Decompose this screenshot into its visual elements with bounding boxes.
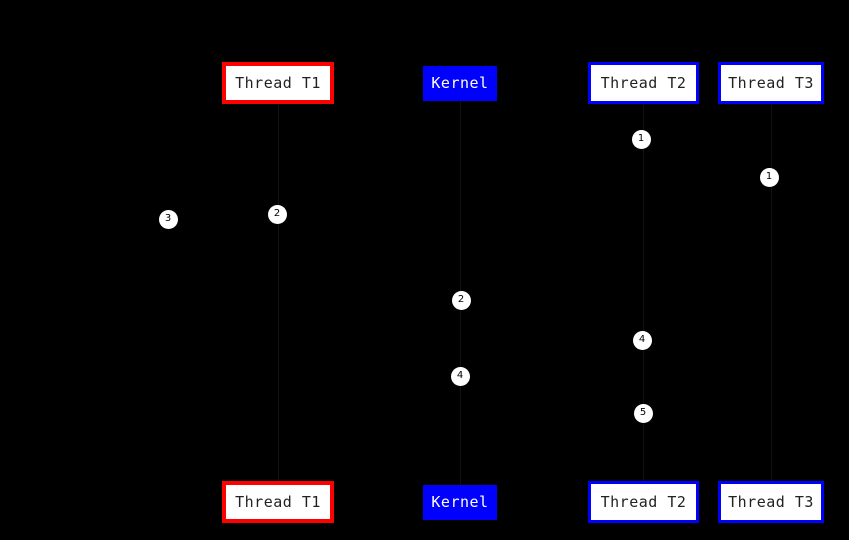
step-marker-4-t2: 4	[632, 330, 652, 350]
lifeline-strand-t3	[771, 104, 772, 481]
lifeline-label: Thread T1	[235, 492, 321, 511]
lifeline-label: Thread T2	[600, 492, 687, 511]
lifeline-header-t2[interactable]: Thread T2	[588, 62, 699, 104]
step-marker-4-kernel: 4	[450, 366, 470, 386]
lifeline-label: Kernel	[431, 493, 489, 511]
lifeline-footer-t1[interactable]: Thread T1	[222, 481, 334, 523]
lifeline-footer-t3[interactable]: Thread T3	[718, 481, 824, 523]
lifeline-header-t1[interactable]: Thread T1	[222, 62, 334, 104]
lifeline-label: Thread T1	[235, 73, 321, 92]
step-marker-1-t2: 1	[631, 129, 651, 149]
lifeline-footer-kernel[interactable]: Kernel	[423, 485, 497, 520]
lifeline-footer-t2[interactable]: Thread T2	[588, 481, 699, 523]
step-marker-5-t2: 5	[633, 403, 653, 423]
lifeline-strand-t2	[643, 104, 644, 481]
step-marker-3-t1: 3	[158, 209, 178, 229]
lifeline-label: Thread T3	[728, 73, 814, 92]
step-marker-2-kernel: 2	[451, 290, 471, 310]
lifeline-label: Thread T2	[600, 73, 687, 92]
step-marker-1-t3: 1	[759, 167, 779, 187]
lifeline-strand-t1	[278, 104, 279, 481]
lifeline-label: Kernel	[431, 74, 489, 92]
lifeline-header-t3[interactable]: Thread T3	[718, 62, 824, 104]
lifeline-header-kernel[interactable]: Kernel	[423, 66, 497, 101]
lifeline-label: Thread T3	[728, 492, 814, 511]
step-marker-2-t1: 2	[267, 204, 287, 224]
